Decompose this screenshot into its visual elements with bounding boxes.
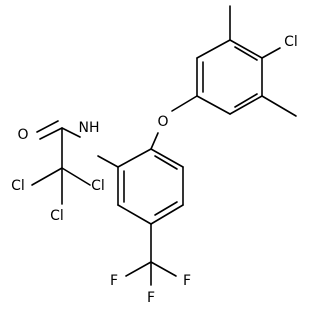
atom-cl-top: Cl [284, 34, 298, 50]
svg-text:Cl: Cl [11, 178, 25, 194]
cl-bond-top [261, 47, 281, 59]
ccl-bond-right [61, 167, 91, 186]
svg-text:NH: NH [79, 120, 100, 136]
upper-ring [196, 39, 263, 115]
atom-o-carbonyl: O [17, 127, 28, 143]
svg-text:O: O [17, 127, 28, 143]
methyl-bottom [261, 95, 297, 117]
atom-f-1: F [110, 273, 118, 289]
chemical-structure: Cl O NH O Cl Cl Cl F F F [11, 5, 298, 306]
atom-o-ether: O [157, 114, 168, 130]
svg-text:F: F [183, 273, 191, 289]
svg-text:F: F [110, 273, 118, 289]
ether-bond-2 [150, 132, 159, 150]
ccl-bond-left [31, 167, 63, 186]
svg-text:Cl: Cl [50, 208, 64, 224]
carbonyl-double-1 [39, 127, 63, 140]
svg-text:O: O [157, 114, 168, 130]
atom-f-2: F [183, 273, 191, 289]
n-carbonyl-bond [61, 127, 81, 138]
cf-bond-left [125, 261, 152, 277]
cf-bond-right [150, 261, 177, 277]
ether-bond-1 [171, 95, 198, 112]
atom-nh: NH [79, 120, 100, 136]
atom-cl-1: Cl [11, 178, 25, 194]
carbonyl-double-2 [36, 120, 59, 133]
n-ring-bond [97, 155, 119, 168]
svg-text:Cl: Cl [284, 34, 298, 50]
lower-ring [117, 148, 184, 225]
atom-f-3: F [147, 290, 155, 306]
svg-text:Cl: Cl [91, 178, 105, 194]
atom-cl-3: Cl [50, 208, 64, 224]
svg-text:F: F [147, 290, 155, 306]
atom-cl-2: Cl [91, 178, 105, 194]
